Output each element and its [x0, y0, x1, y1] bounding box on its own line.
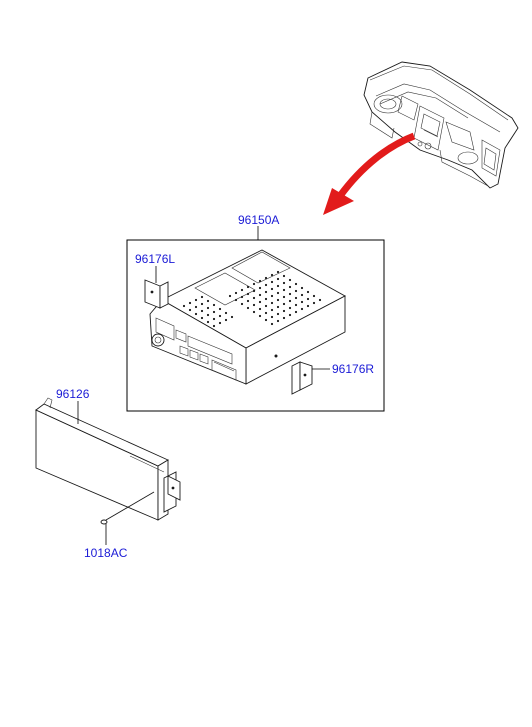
part-label-screw: 1018AC: [84, 546, 128, 560]
part-label-unit: 96150A: [238, 213, 280, 227]
vent-grille: [182, 270, 322, 328]
radio-unit: [149, 249, 346, 385]
dashboard-illustration: [363, 61, 519, 189]
bracket-right: [291, 361, 313, 395]
part-label-cover: 96126: [56, 387, 90, 401]
trim-cover: [35, 397, 181, 521]
volume-knob-icon: [151, 333, 165, 347]
part-label-bracket-right: 96176R: [332, 362, 375, 376]
location-arrow: [323, 132, 416, 215]
screw: [100, 491, 155, 525]
bracket-left: [144, 279, 169, 309]
part-label-bracket-left: 96176L: [135, 252, 176, 266]
assembly-frame: [126, 239, 385, 412]
